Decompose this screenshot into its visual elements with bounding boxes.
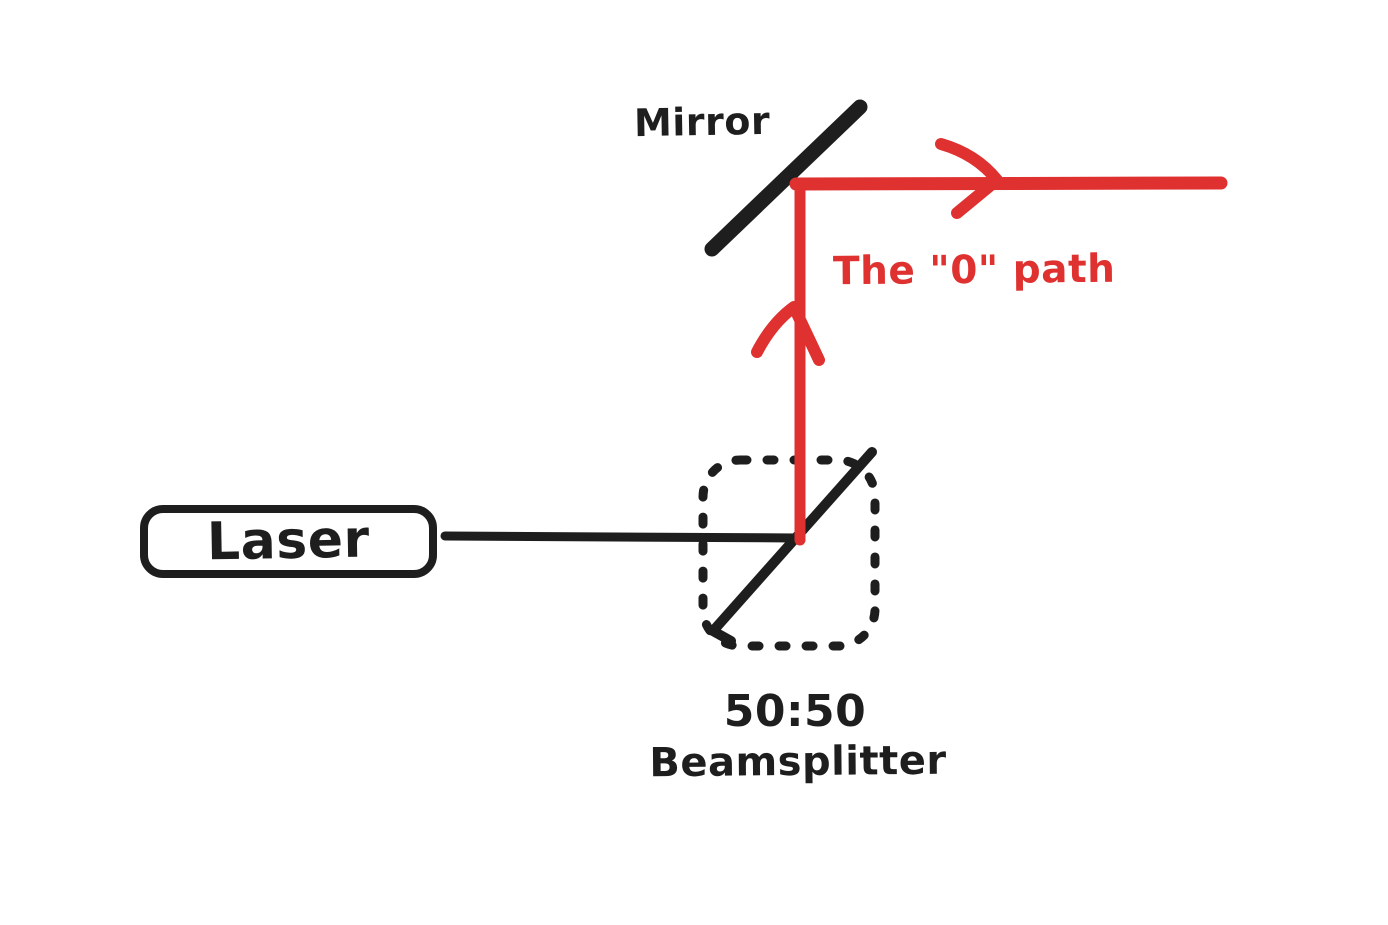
arrow-right-icon bbox=[935, 138, 1003, 219]
laser-box bbox=[140, 505, 437, 578]
beamsplitter-ratio-label: 50:50 bbox=[723, 686, 867, 737]
beamsplitter-box bbox=[698, 455, 880, 651]
beamsplitter-label: Beamsplitter bbox=[649, 737, 947, 787]
mirror-line bbox=[704, 99, 868, 257]
mirror-label: Mirror bbox=[633, 98, 771, 146]
zero-path-horizontal-beam bbox=[789, 176, 1228, 191]
laser-label: Laser bbox=[206, 509, 371, 573]
beamsplitter-diagonal bbox=[708, 447, 877, 646]
arrow-up-icon bbox=[751, 301, 825, 366]
laser-beam-line bbox=[440, 531, 803, 543]
zero-path-label: The "0" path bbox=[832, 246, 1116, 295]
laser-box-label-area: Laser bbox=[140, 505, 437, 578]
